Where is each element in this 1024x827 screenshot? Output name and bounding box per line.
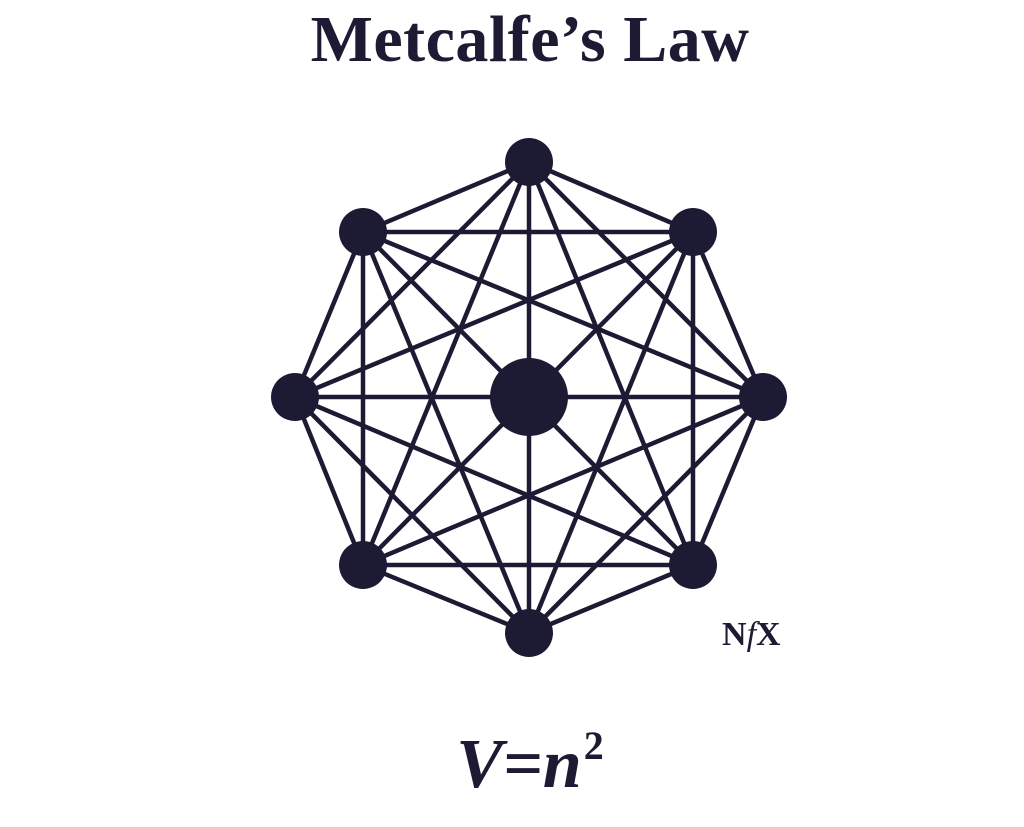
network-edge	[690, 396, 766, 566]
network-node	[339, 541, 387, 589]
network-edge	[292, 231, 366, 398]
network-edge	[292, 396, 366, 566]
logo-n: N	[722, 616, 747, 653]
logo-x: X	[756, 616, 781, 653]
logo-f: f	[746, 616, 757, 653]
network-edge	[293, 395, 531, 635]
network-node	[669, 208, 717, 256]
network-node	[505, 609, 553, 657]
network-edge	[360, 231, 532, 634]
formula: V=n2	[0, 722, 1024, 805]
formula-base: V=n	[456, 726, 582, 803]
network-edge	[528, 159, 694, 235]
center-node	[490, 358, 568, 436]
network-node	[739, 373, 787, 421]
formula-exponent: 2	[583, 723, 604, 768]
network-node	[271, 373, 319, 421]
network-edge	[362, 562, 530, 636]
network-edge	[360, 161, 532, 566]
nfx-logo: NfX	[722, 616, 781, 654]
network-edge	[362, 229, 764, 400]
network-node	[339, 208, 387, 256]
network-node	[505, 138, 553, 186]
network-edge	[362, 394, 764, 568]
network-edge	[362, 159, 530, 235]
network-node	[669, 541, 717, 589]
page-title: Metcalfe’s Law	[310, 3, 750, 76]
network-edge	[528, 562, 694, 636]
network-edge	[690, 231, 766, 398]
